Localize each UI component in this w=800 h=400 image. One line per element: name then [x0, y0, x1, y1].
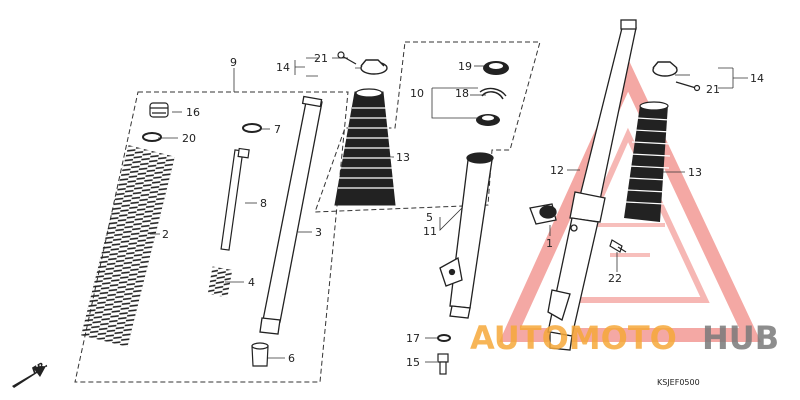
- callout-11: 11: [423, 225, 437, 238]
- part-18-stopper-ring: [479, 87, 507, 100]
- callout-4: 4: [248, 276, 255, 289]
- callout-19: 19: [458, 60, 472, 73]
- front-direction-arrow: FR.: [12, 360, 50, 388]
- callout-16: 16: [186, 106, 200, 119]
- callout-2: 2: [162, 228, 169, 241]
- part-8-damper-rod: [220, 147, 250, 251]
- watermark-part-automoto: AUTOMOTO: [470, 319, 677, 357]
- part-17-sealing-washer: [437, 334, 451, 342]
- callout-18: 18: [455, 87, 469, 100]
- part-14-clamp-right: [652, 61, 678, 77]
- callout-1: 1: [546, 237, 553, 250]
- watermark-automotohub: AUTOMOTO HUB: [470, 319, 779, 357]
- callout-21-right: 21: [706, 83, 720, 96]
- part-13-fork-boot-left: [334, 88, 396, 206]
- callout-9: 9: [230, 56, 237, 69]
- part-20-o-ring: [142, 132, 162, 142]
- part-10-oil-seal: [476, 114, 500, 126]
- callout-6: 6: [288, 352, 295, 365]
- watermark-part-hub: HUB: [702, 319, 779, 357]
- callout-7: 7: [274, 123, 281, 136]
- part-7-washer: [242, 123, 262, 133]
- callout-22: 22: [608, 272, 622, 285]
- part-14-clamp-left: [360, 59, 388, 75]
- part-13-fork-boot-right: [624, 101, 672, 222]
- callout-15: 15: [406, 356, 420, 369]
- part-21-screw-right: [675, 81, 701, 92]
- part-3-fork-pipe: [259, 95, 323, 335]
- callout-13-left: 13: [396, 151, 410, 164]
- part-15-socket-bolt: [437, 353, 449, 375]
- part-21-screw-left: [337, 51, 357, 65]
- assembly-9-dashed-outline: [74, 91, 349, 383]
- callout-8: 8: [260, 197, 267, 210]
- callout-10: 10: [410, 87, 424, 100]
- part-16-fork-bolt: [149, 102, 169, 118]
- callout-5: 5: [426, 211, 433, 224]
- callout-12: 12: [550, 164, 564, 177]
- callout-labels: 9 16 20 2 7 8 3 4 6 14 21 19 10 18 13 5 …: [162, 52, 764, 369]
- part-6-fork-piston: [251, 342, 269, 367]
- part-19-dust-seal: [483, 61, 509, 75]
- part-12-right-fork-assembly: [547, 19, 637, 351]
- callout-20: 20: [182, 132, 196, 145]
- callout-14-right: 14: [750, 72, 764, 85]
- callout-3: 3: [315, 226, 322, 239]
- part-2-fork-spring: [81, 145, 175, 347]
- callout-14-left: 14: [276, 61, 290, 74]
- assembly-10-dashed-outline: [314, 41, 541, 213]
- diagram-code: KSJEF0500: [657, 378, 700, 387]
- callout-17: 17: [406, 332, 420, 345]
- callout-21-left: 21: [314, 52, 328, 65]
- part-1-wire-clamp: [529, 203, 557, 225]
- part-5-fork-slider: [439, 152, 494, 319]
- part-4-rebound-spring: [207, 266, 233, 298]
- callout-13-right: 13: [688, 166, 702, 179]
- leader-lines: [150, 57, 748, 363]
- part-22-bolt: [609, 239, 627, 253]
